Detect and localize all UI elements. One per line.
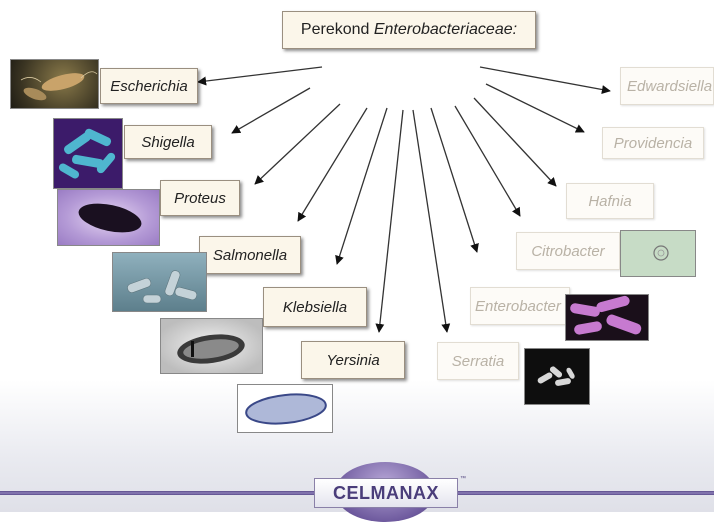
logo-line-left: [0, 491, 316, 495]
genus-box-citrobacter: Citrobacter: [516, 232, 620, 270]
arrow-hafnia: [473, 97, 557, 187]
logo-line-right: [456, 491, 714, 495]
arrow-salmonella: [297, 107, 368, 222]
arrow-yersinia: [375, 109, 404, 333]
genus-box-hafnia: Hafnia: [566, 183, 654, 219]
arrow-enterobacter: [430, 107, 479, 253]
escherichia-micrograph: [10, 59, 99, 109]
celmanax-logo: CELMANAX: [314, 478, 458, 508]
arrow-proteus: [254, 103, 341, 185]
shigella-micrograph: [53, 118, 123, 189]
genus-box-proteus: Proteus: [160, 180, 240, 216]
arrow-edwardsiella: [479, 66, 611, 94]
genus-label: Klebsiella: [282, 298, 348, 316]
arrow-serratia: [412, 109, 451, 333]
genus-label: Escherichia: [110, 77, 188, 95]
arrow-shigella: [231, 87, 311, 134]
arrow-citrobacter: [454, 105, 521, 217]
arrow-klebsiella: [335, 107, 388, 265]
yersinia-micrograph: [237, 384, 333, 433]
genus-label: Edwardsiella: [627, 77, 713, 95]
serratia-micrograph: [524, 348, 590, 405]
genus-box-providencia: Providencia: [602, 127, 704, 159]
genus-label: Shigella: [141, 133, 195, 151]
family-title-box: Perekond Enterobacteriaceae:: [282, 11, 536, 49]
genus-box-yersinia: Yersinia: [301, 341, 405, 379]
arrow-escherichia: [197, 66, 323, 86]
citrobacter-micrograph: [620, 230, 696, 277]
genus-label: Proteus: [174, 189, 226, 207]
genus-box-serratia: Serratia: [437, 342, 519, 380]
salmonella-micrograph: [112, 252, 207, 312]
genus-box-edwardsiella: Edwardsiella: [620, 67, 714, 105]
genus-box-enterobacter: Enterobacter: [470, 287, 570, 325]
genus-box-klebsiella: Klebsiella: [263, 287, 367, 327]
proteus-micrograph: [57, 189, 160, 246]
genus-box-salmonella: Salmonella: [199, 236, 301, 274]
genus-label: Providencia: [613, 134, 693, 152]
family-title-name: Enterobacteriaceae:: [373, 21, 518, 38]
genus-box-shigella: Shigella: [124, 125, 212, 159]
genus-label: Yersinia: [326, 351, 380, 369]
genus-label: Citrobacter: [531, 242, 605, 260]
genus-label: Hafnia: [588, 192, 632, 210]
enterobacter-micrograph: [565, 294, 649, 341]
genus-label: Salmonella: [212, 246, 288, 264]
logo-text: CELMANAX: [333, 482, 439, 503]
klebsiella-micrograph: [160, 318, 263, 374]
genus-label: Enterobacter: [475, 297, 561, 315]
genus-label: Serratia: [451, 352, 505, 370]
logo-trademark: ™: [460, 476, 466, 482]
family-title-prefix: Perekond: [300, 21, 374, 38]
genus-box-escherichia: Escherichia: [100, 68, 198, 104]
arrow-providencia: [485, 83, 585, 133]
